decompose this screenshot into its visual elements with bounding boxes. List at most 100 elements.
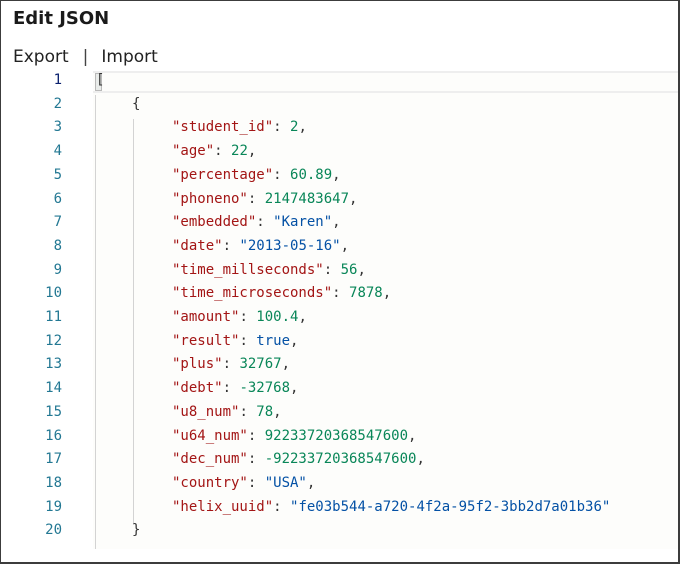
line-number: 3: [53, 119, 62, 136]
json-value: 2147483647: [264, 190, 350, 207]
code-line: "student_id": 2,: [172, 119, 307, 135]
json-key: "country": [172, 474, 248, 491]
line-number: 1: [53, 72, 62, 88]
line-number: 15: [45, 403, 62, 420]
code-line: "embedded": "Karen",: [172, 214, 341, 230]
colon: :: [323, 261, 341, 278]
export-link[interactable]: Export: [13, 47, 69, 67]
colon: :: [273, 119, 291, 136]
line-number: 17: [45, 451, 62, 468]
json-value: 78: [256, 403, 274, 420]
code-line: "percentage": 60.89,: [172, 167, 341, 183]
open-brace: {: [132, 95, 141, 112]
open-bracket: [: [96, 72, 105, 88]
code-line: "dec_num": -92233720368547600,: [172, 451, 425, 467]
colon: :: [256, 214, 274, 231]
code-line: "helix_uuid": "fe03b544-a720-4f2a-95f2-3…: [172, 499, 610, 515]
code-line: [: [96, 72, 104, 88]
code-line: "u64_num": 92233720368547600,: [172, 428, 416, 444]
line-number: 18: [45, 474, 62, 491]
line-number: 11: [45, 309, 62, 325]
line-number: 12: [45, 332, 62, 349]
colon: :: [332, 285, 350, 302]
json-key: "result": [172, 332, 240, 349]
line-number: 2: [53, 95, 62, 112]
comma: ,: [281, 356, 291, 373]
line-number: 13: [45, 356, 62, 373]
json-value: 22: [231, 143, 248, 160]
json-value: 7878: [349, 285, 383, 302]
comma: ,: [332, 214, 341, 231]
line-number: 5: [53, 166, 62, 183]
json-value: 100.4: [256, 309, 299, 325]
json-key: "u8_num": [172, 403, 240, 420]
comma: ,: [306, 474, 316, 491]
code-line: "phoneno": 2147483647,: [172, 191, 357, 207]
json-key: "time_microseconds": [172, 285, 333, 302]
json-key: "percentage": [172, 166, 274, 183]
code-line: "age": 22,: [172, 143, 256, 159]
comma: ,: [290, 380, 299, 397]
close-brace: }: [132, 522, 141, 539]
comma: ,: [273, 403, 282, 420]
json-value: 92233720368547600: [264, 427, 409, 444]
colon: :: [273, 498, 291, 515]
json-value: -32768: [239, 380, 291, 397]
comma: ,: [357, 261, 366, 278]
colon: :: [239, 403, 257, 420]
comma: ,: [290, 332, 299, 349]
code-line: "plus": 32767,: [172, 356, 290, 372]
line-number: 7: [53, 214, 62, 231]
line-number: 20: [45, 522, 62, 539]
line-number: 6: [53, 190, 62, 207]
comma: ,: [247, 143, 257, 160]
comma: ,: [298, 119, 307, 136]
json-key: "u64_num": [172, 427, 248, 444]
json-value: 56: [340, 261, 358, 278]
colon: :: [247, 451, 265, 468]
comma: ,: [332, 166, 341, 183]
json-value: 2: [290, 119, 299, 136]
line-number: 8: [53, 237, 62, 254]
code-line: "time_microseconds": 7878,: [172, 285, 391, 301]
line-number: 14: [45, 380, 62, 397]
line-number: 10: [45, 285, 62, 302]
active-line-highlight: [93, 71, 678, 93]
menu-separator: |: [82, 47, 89, 67]
code-line: {: [132, 96, 140, 112]
comma: ,: [408, 427, 417, 444]
json-value: true: [256, 332, 291, 349]
json-value: 60.89: [290, 166, 333, 183]
json-key: "age": [172, 143, 215, 160]
json-key: "amount": [172, 309, 240, 325]
code-line: "debt": -32768,: [172, 380, 298, 396]
import-link[interactable]: Import: [101, 47, 158, 67]
colon: :: [222, 237, 240, 254]
colon: :: [222, 356, 240, 373]
line-number: 19: [45, 498, 62, 515]
indent-guide: [95, 95, 96, 549]
line-number: 16: [45, 427, 62, 444]
colon: :: [247, 474, 265, 491]
colon: :: [247, 427, 265, 444]
colon: :: [239, 309, 257, 325]
colon: :: [247, 190, 265, 207]
json-value: -92233720368547600: [264, 451, 417, 468]
json-value: "2013-05-16": [239, 237, 341, 254]
comma: ,: [340, 237, 350, 254]
menu-bar: Export | Import: [13, 47, 158, 67]
json-key: "debt": [172, 380, 223, 397]
bracket-match-highlight: [95, 73, 102, 91]
code-area[interactable]: [{"student_id": 2,"age": 22,"percentage"…: [93, 71, 678, 549]
dialog-title: Edit JSON: [13, 8, 110, 29]
code-line: "time_millseconds": 56,: [172, 262, 366, 278]
comma: ,: [298, 309, 307, 325]
json-value: "fe03b544-a720-4f2a-95f2-3bb2d7a01b36": [290, 498, 611, 515]
json-key: "plus": [172, 356, 223, 373]
colon: :: [214, 143, 232, 160]
code-line: "country": "USA",: [172, 475, 315, 491]
json-key: "date": [172, 237, 223, 254]
code-line: }: [132, 522, 140, 538]
line-number: 4: [53, 143, 62, 160]
